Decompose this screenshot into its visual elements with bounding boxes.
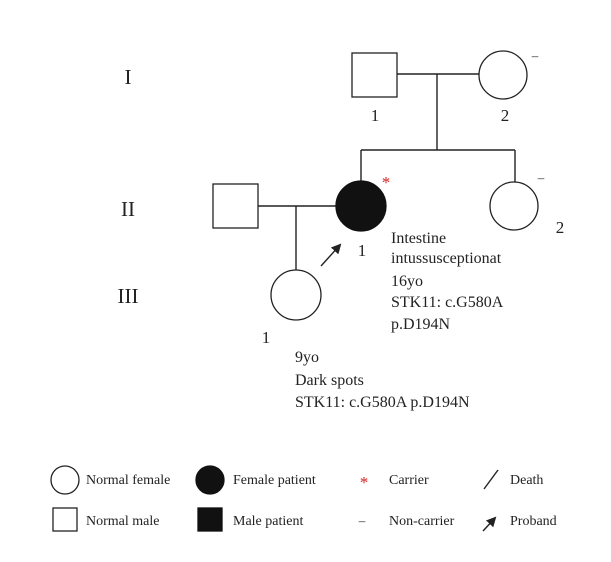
- legend-death-symbol: [483, 469, 499, 490]
- ii1-annotation-line-5: p.D194N: [391, 316, 451, 333]
- legend-carrier-label: Carrier: [389, 473, 429, 488]
- legend-male-patient-label: Male patient: [233, 514, 303, 529]
- legend-carrier-symbol: *: [360, 473, 369, 492]
- legend-female-patient-symbol: [195, 465, 225, 495]
- legend-male-patient-symbol: [197, 507, 223, 532]
- individual-ii1-number: 1: [358, 241, 367, 260]
- generation-label-1: I: [125, 65, 132, 89]
- ii1-annotation-line-4: STK11: c.G580A: [391, 294, 504, 311]
- legend-female-patient-label: Female patient: [233, 473, 316, 488]
- iii1-annotation-line-2: Dark spots: [295, 372, 364, 389]
- individual-i1-normal-male: [351, 52, 398, 98]
- legend-normal-female-symbol: [50, 465, 80, 495]
- individual-iii1-normal-female: [270, 269, 322, 321]
- individual-i2-number: 2: [501, 106, 510, 125]
- individual-i1-number: 1: [371, 106, 380, 125]
- individual-ii1-female-patient: [335, 180, 387, 232]
- individual-ii1-carrier-mark: *: [382, 173, 391, 192]
- ii1-annotation-line-3: 16yo: [391, 273, 423, 290]
- legend-death-label: Death: [510, 473, 543, 488]
- ii1-annotation-line-2: intussusceptionat: [391, 250, 502, 267]
- proband-arrow: [320, 243, 342, 267]
- individual-ii-spouse-normal-male: [212, 183, 259, 229]
- generation-label-2: II: [121, 197, 135, 221]
- legend-noncarrier-label: Non-carrier: [389, 514, 455, 529]
- legend: Normal female Female patient * Carrier D…: [50, 465, 557, 532]
- legend-proband-label: Proband: [510, 514, 557, 529]
- legend-noncarrier-symbol: –: [358, 513, 366, 528]
- individual-i2-noncarrier-mark: –: [531, 48, 539, 63]
- individual-ii2-number: 2: [556, 218, 565, 237]
- individual-ii2-normal-female: [489, 181, 539, 231]
- individual-ii2-noncarrier-mark: –: [537, 170, 545, 185]
- iii1-annotation-line-1: 9yo: [295, 349, 319, 366]
- legend-normal-male-symbol: [52, 507, 78, 532]
- legend-normal-male-label: Normal male: [86, 514, 159, 529]
- legend-normal-female-label: Normal female: [86, 473, 170, 488]
- individual-i2-normal-female: [478, 50, 528, 100]
- individual-iii1-number: 1: [262, 328, 271, 347]
- ii1-annotation-line-1: Intestine: [391, 230, 446, 247]
- legend-proband-symbol: [482, 516, 497, 532]
- iii1-annotation-line-3: STK11: c.G580A p.D194N: [295, 394, 470, 411]
- generation-label-3: III: [118, 284, 139, 308]
